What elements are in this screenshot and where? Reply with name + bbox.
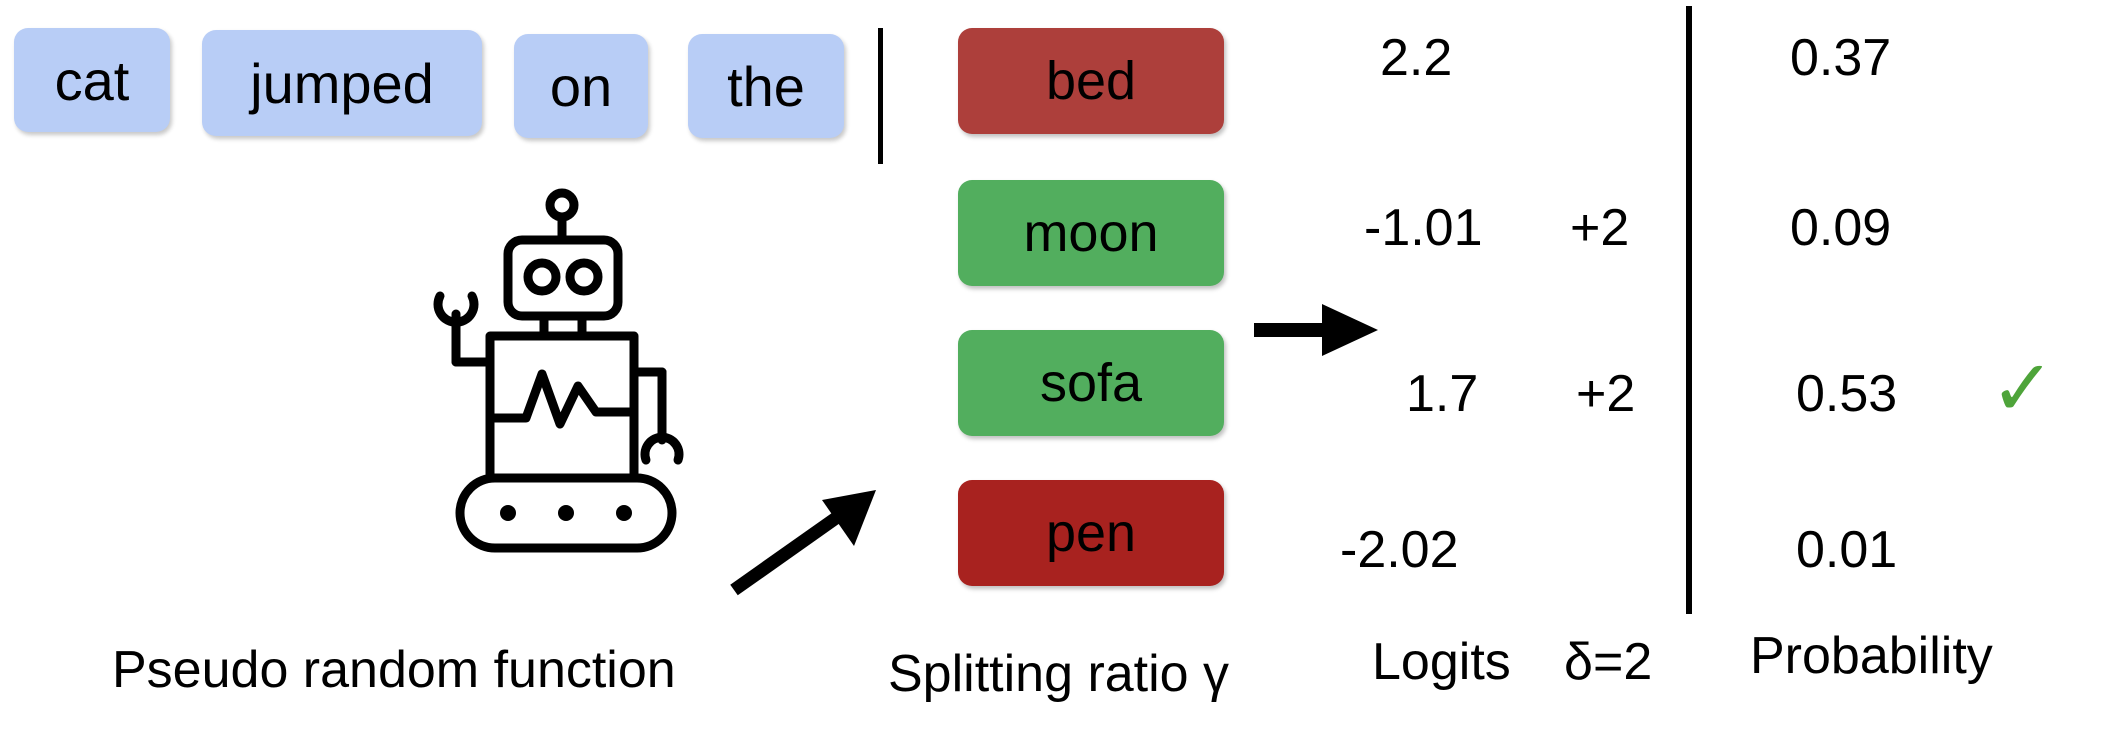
robot-icon [433, 188, 684, 553]
candidate-moon: moon [958, 180, 1224, 286]
logit-bed: 2.2 [1380, 29, 1453, 87]
logit-pen: -2.02 [1340, 521, 1459, 579]
context-separator [878, 28, 883, 164]
candidate-bed: bed [958, 28, 1224, 134]
arrow-diagonal-icon [730, 490, 876, 596]
label-probability: Probability [1750, 627, 1993, 685]
probability-separator [1686, 6, 1692, 614]
delta-sofa: +2 [1576, 365, 1636, 423]
probability-pen: 0.01 [1796, 521, 1898, 579]
token-cat: cat [14, 28, 170, 132]
token-on: on [514, 34, 648, 138]
probability-bed: 0.37 [1790, 29, 1892, 87]
candidate-pen: pen [958, 480, 1224, 586]
logit-moon: -1.01 [1364, 199, 1483, 257]
label-splitting-ratio: Splitting ratio γ [888, 645, 1230, 703]
probability-sofa: 0.53 [1796, 365, 1898, 423]
token-label: on [549, 54, 613, 118]
check-icon: ✓ [1990, 350, 2055, 428]
candidate-label: pen [1045, 503, 1137, 563]
label-logits: Logits [1372, 633, 1511, 691]
delta-moon: +2 [1570, 199, 1630, 257]
candidate-label: bed [1045, 51, 1137, 111]
logit-sofa: 1.7 [1406, 365, 1479, 423]
probability-moon: 0.09 [1790, 199, 1892, 257]
token-jumped: jumped [202, 30, 482, 136]
candidate-sofa: sofa [958, 330, 1224, 436]
token-the: the [688, 34, 844, 138]
candidate-label: sofa [1039, 353, 1143, 413]
token-label: jumped [250, 51, 434, 115]
check-mark: ✓ [1990, 344, 2056, 434]
candidate-label: moon [1023, 203, 1159, 263]
token-label: cat [54, 48, 130, 112]
arrow-right-icon [1254, 304, 1378, 356]
label-pseudo-random-function: Pseudo random function [112, 641, 676, 699]
token-label: the [727, 54, 805, 118]
label-delta: δ=2 [1564, 633, 1653, 691]
